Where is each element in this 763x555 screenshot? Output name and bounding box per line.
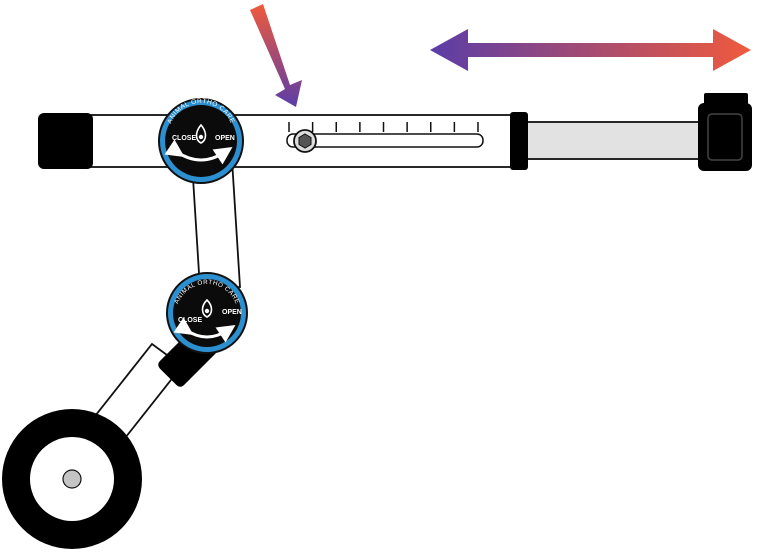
bar-collar — [510, 112, 528, 170]
main-bar — [38, 93, 752, 171]
left-end-cap — [38, 113, 93, 169]
lower-dial[interactable]: ANIMAL ORTHO CARE CLOSE OPEN — [166, 272, 248, 354]
close-arrow-icon — [164, 139, 233, 165]
length-adjust-double-arrow — [430, 29, 751, 71]
double-headed-arrow-icon — [430, 29, 751, 71]
adjustment-pointer-arrow — [250, 4, 302, 107]
dial-close-label: CLOSE — [178, 317, 202, 324]
hex-bolt-icon[interactable] — [293, 129, 317, 153]
down-arrow-icon — [250, 4, 302, 107]
close-arrow-icon — [173, 317, 236, 343]
slider-slot — [286, 133, 484, 148]
ring-hub — [62, 469, 82, 489]
ring-mount — [2, 409, 142, 549]
upper-dial[interactable]: ANIMAL ORTHO CARE CLOSE OPEN — [158, 98, 244, 184]
lock-icon — [201, 298, 213, 318]
extension-tube — [521, 121, 706, 160]
lock-icon — [707, 113, 743, 161]
dial-open-label: OPEN — [222, 309, 242, 316]
dial-close-label: CLOSE — [172, 135, 196, 142]
scale-ticks — [288, 122, 479, 132]
right-end-clamp — [698, 93, 752, 171]
dial-open-label: OPEN — [215, 135, 235, 142]
